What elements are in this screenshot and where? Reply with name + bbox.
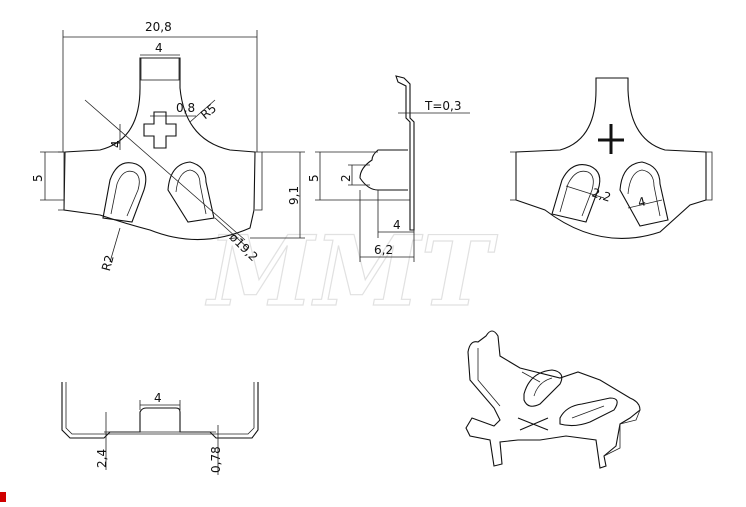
isometric-view	[465, 330, 641, 469]
dim-radius-top: R5	[198, 101, 219, 122]
dim-side-height: 5	[307, 174, 321, 182]
dim-side-depth: 4	[393, 218, 401, 232]
dim-tab-width: 4	[155, 41, 163, 55]
watermark-text: MMT	[205, 215, 499, 328]
dim-width-total: 20,8	[145, 20, 172, 34]
dim-cross-size: 4	[109, 140, 123, 148]
corner-mark	[0, 492, 6, 502]
dim-height-total: 9,1	[287, 186, 301, 205]
dim-slot-width: 2,2	[590, 185, 612, 204]
dim-bottom-tab: 4	[154, 391, 162, 405]
dim-radius-slot: R2	[99, 254, 117, 273]
dim-bottom-offset: 0,78	[209, 446, 223, 473]
front-view	[40, 30, 305, 263]
dim-thickness: T=0,3	[424, 99, 461, 113]
dim-slot-length: 4	[636, 194, 647, 210]
bottom-view	[61, 382, 259, 475]
dim-side-tab: 2	[339, 174, 353, 182]
rear-view	[510, 77, 713, 239]
side-view	[315, 75, 470, 262]
dim-height-side: 5	[31, 174, 45, 182]
dim-bottom-height: 2,4	[95, 449, 109, 468]
dim-side-length: 6,2	[374, 243, 393, 257]
dim-slot-gap: 0,8	[176, 101, 195, 115]
